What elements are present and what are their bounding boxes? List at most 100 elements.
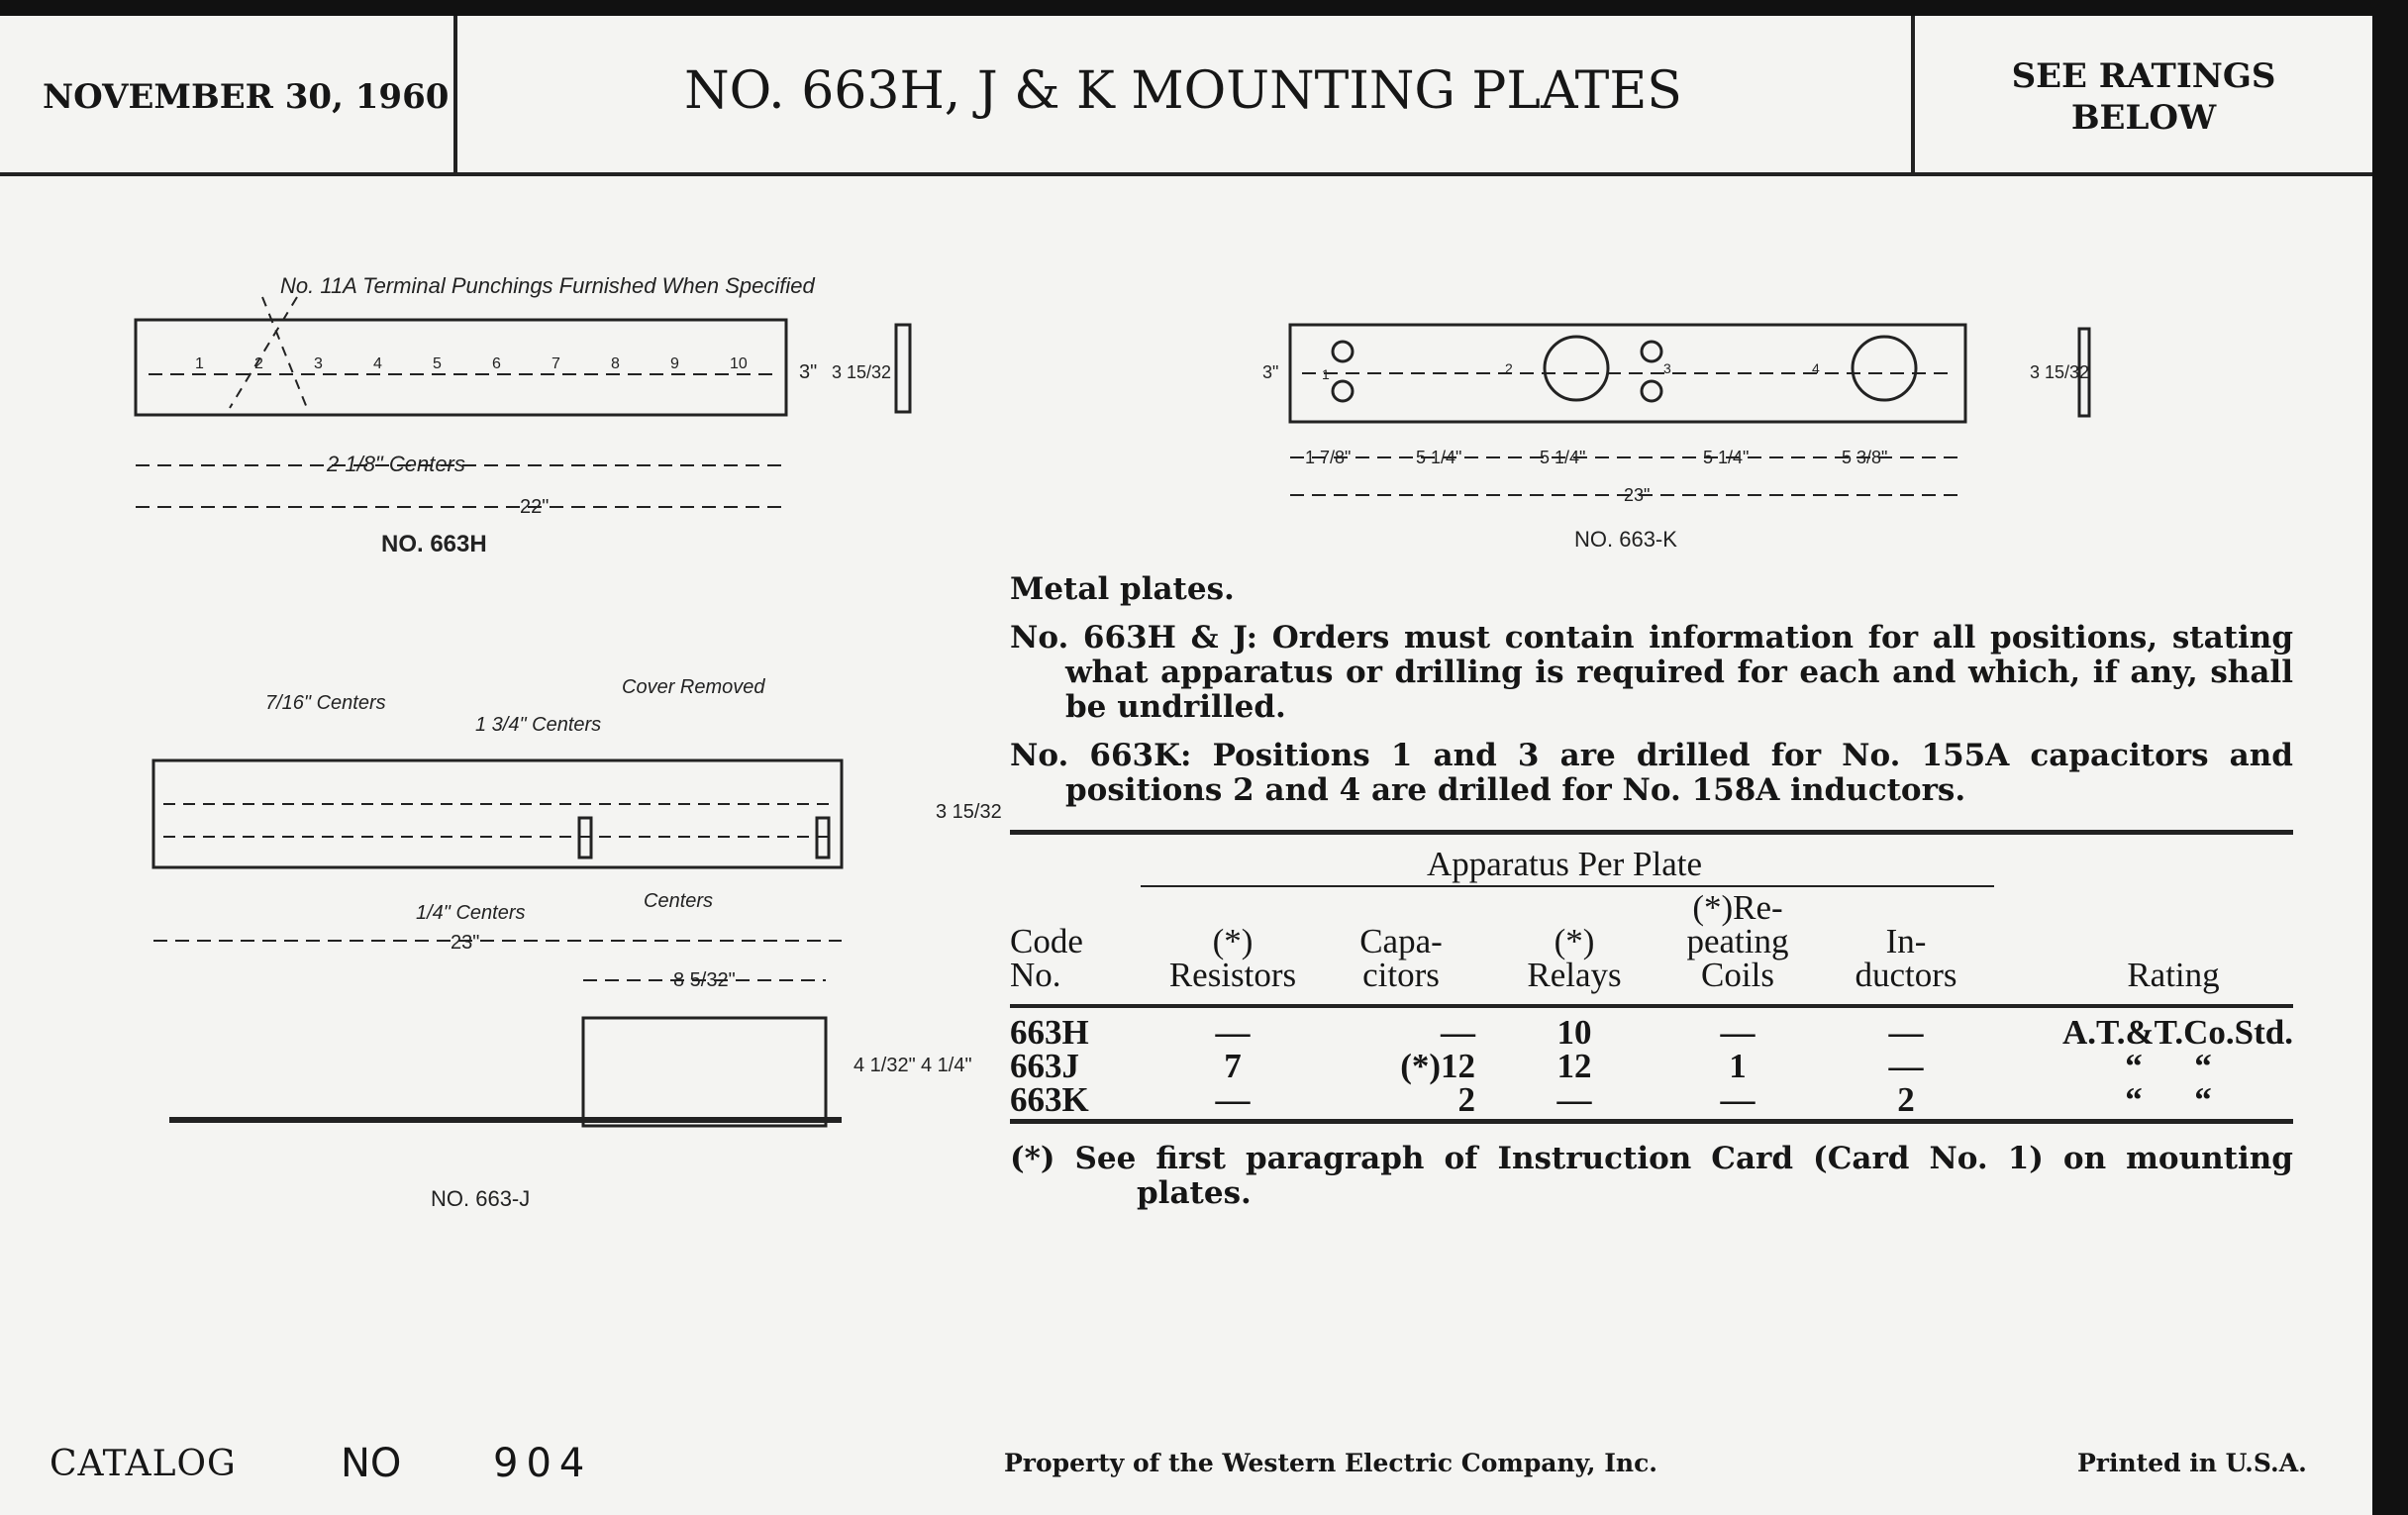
cell: 10	[1556, 1013, 1592, 1052]
depth-label: 3 15/32	[936, 801, 1002, 823]
position-label: 9	[670, 355, 679, 372]
height-label: 3"	[1262, 362, 1278, 382]
position-label: 2	[254, 355, 263, 372]
footer-no: NO	[341, 1441, 402, 1486]
cell: —	[1215, 1080, 1251, 1119]
scan-border-right	[2372, 0, 2408, 1515]
spacing-label: 1 7/8"	[1305, 448, 1351, 467]
position-label: 3	[314, 355, 323, 372]
centers-label: 1/4" Centers	[416, 902, 526, 924]
terminal-strip	[577, 816, 593, 859]
capacitor-hole	[1331, 340, 1354, 363]
leader-line	[229, 296, 298, 409]
height-label: 3"	[799, 361, 817, 383]
table-group-header: Apparatus Per Plate	[1427, 845, 1702, 883]
note-label: No. 11A Terminal Punchings Furnished Whe…	[280, 273, 815, 298]
position-label: 4	[1812, 360, 1820, 376]
depth-label: 3 15/32	[832, 362, 891, 382]
table-top-rule	[1010, 830, 2293, 835]
position-label: 5	[433, 355, 442, 372]
drawing-663h: No. 11A Terminal Punchings Furnished Whe…	[134, 273, 912, 557]
terminal-strip	[815, 816, 831, 859]
cell: 7	[1224, 1047, 1242, 1085]
cell-code: 663K	[1010, 1080, 1089, 1119]
plate-edge-view	[894, 323, 912, 414]
table-footnote: (*) See first paragraph of Instruction C…	[1010, 1141, 2293, 1211]
plate-edge-view	[2077, 327, 2091, 418]
inductor-hole	[1543, 335, 1610, 402]
cell-rating: “ “	[2125, 1080, 2212, 1119]
paragraph-663hj: No. 663H & J: Orders must contain inform…	[1010, 620, 2293, 725]
cell-code: 663H	[1010, 1013, 1089, 1052]
height-label: 4 1/4"	[921, 1055, 972, 1076]
cell: 2	[1457, 1080, 1476, 1119]
plate-outline	[1288, 323, 1967, 424]
cell: —	[1720, 1013, 1756, 1052]
header-divider	[453, 16, 457, 174]
depth-label: 3 15/32	[2030, 362, 2089, 382]
position-label: 3	[1663, 360, 1671, 376]
drawing-663k: 1 7/8" 5 1/4" 5 1/4" 5 1/4" 5 3/8" 23" 3…	[1262, 323, 2091, 552]
cell-rating: A.T.&T.Co.Std.	[2061, 1013, 2293, 1052]
intro-text: Metal plates.	[1010, 571, 1235, 607]
header-rule	[1010, 1004, 2293, 1008]
footer-property: Property of the Western Electric Company…	[1004, 1449, 1658, 1477]
capacitor-hole	[1331, 379, 1354, 403]
spacing-label: 5 3/8"	[1842, 448, 1887, 467]
cover-label: Cover Removed	[622, 676, 765, 698]
plate-outline	[134, 318, 788, 417]
centers-label: 2 1/8" Centers	[326, 452, 465, 476]
position-label: 6	[492, 355, 501, 372]
footer-printed: Printed in U.S.A.	[2077, 1449, 2307, 1477]
position-label: 1	[1322, 366, 1330, 382]
width-label: 8 5/32"	[673, 969, 736, 991]
header-inductors: In-ductors	[1855, 922, 1957, 994]
drawing-caption: NO. 663-K	[1574, 527, 1677, 552]
cell: 12	[1556, 1047, 1592, 1085]
drawing-caption: NO. 663H	[381, 531, 487, 557]
cell: —	[1441, 1013, 1475, 1052]
drawing-caption: NO. 663-J	[431, 1186, 530, 1211]
cell-code: 663J	[1010, 1047, 1079, 1085]
header-ratings: SEE RATINGS BELOW	[1916, 55, 2371, 139]
page-title: NO. 663H, J & K MOUNTING PLATES	[684, 61, 1682, 121]
scan-border-top	[0, 0, 2408, 16]
footer-catalog-number: 904	[493, 1441, 593, 1486]
length-label: 22"	[520, 496, 549, 518]
drawing-663j: Cover Removed 7/16" Centers 1 3/4" Cente…	[151, 676, 1002, 1211]
spacing-label: 5 1/4"	[1540, 448, 1585, 467]
centers-label: 1 3/4" Centers	[475, 714, 601, 736]
spacing-label: 5 1/4"	[1416, 448, 1461, 467]
header-relays: (*)Relays	[1527, 922, 1622, 994]
length-label: 23"	[1624, 485, 1650, 505]
cell: —	[1215, 1013, 1251, 1052]
centers-label: Centers	[644, 890, 713, 912]
position-label: 2	[1505, 360, 1513, 376]
inductor-hole	[1851, 335, 1918, 402]
cell: —	[1888, 1013, 1924, 1052]
position-label: 7	[552, 355, 560, 372]
spacing-label: 5 1/4"	[1703, 448, 1749, 467]
position-label: 8	[611, 355, 620, 372]
paragraph-663k: No. 663K: Positions 1 and 3 are drilled …	[1010, 738, 2293, 808]
cover-side-view	[581, 1016, 828, 1128]
header-capacitors: Capa-citors	[1359, 922, 1443, 994]
footer-catalog: CATALOG	[50, 1444, 237, 1484]
capacitor-hole	[1640, 340, 1663, 363]
plate-outline	[151, 758, 844, 869]
cell: 2	[1897, 1080, 1915, 1119]
position-label: 1	[195, 355, 204, 372]
leader-line	[261, 296, 308, 409]
position-label: 10	[730, 355, 748, 372]
cell: —	[1720, 1080, 1756, 1119]
table-bottom-rule	[1010, 1119, 2293, 1124]
header-date: NOVEMBER 30, 1960	[43, 77, 450, 117]
header-rating: Rating	[2127, 956, 2220, 994]
header-box	[0, 16, 2372, 176]
ratings-line: BELOW	[2070, 98, 2217, 138]
position-label: 4	[373, 355, 382, 372]
cell: —	[1888, 1047, 1924, 1085]
